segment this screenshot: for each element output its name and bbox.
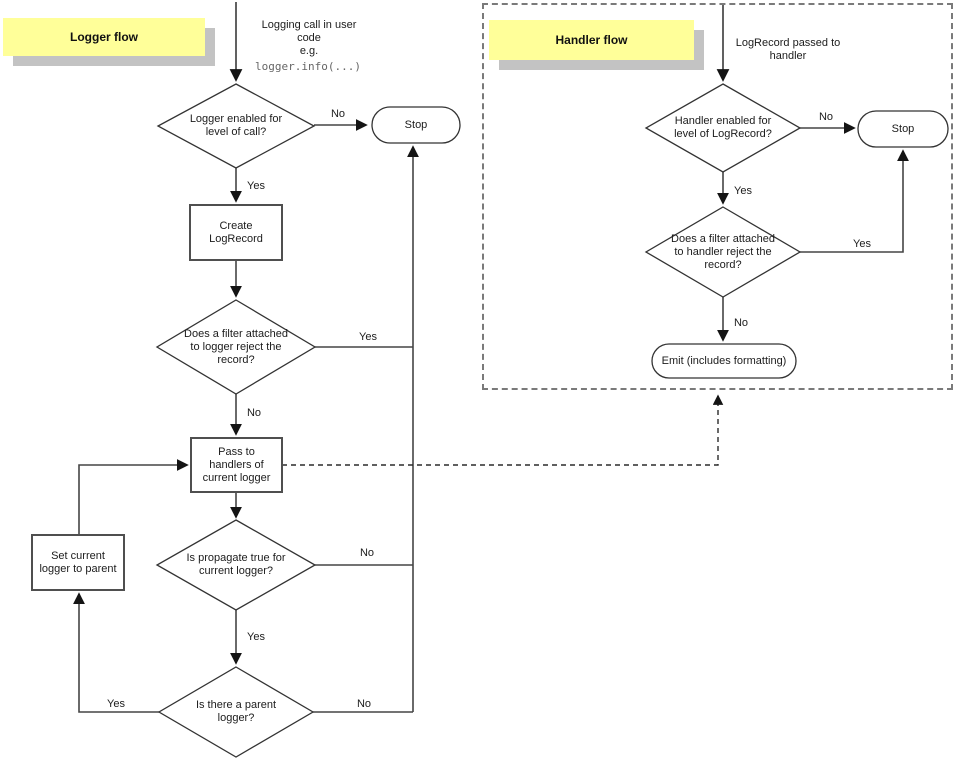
- pass-to-handlers-text: Pass to handlers of current logger: [202, 445, 271, 484]
- diamond-logger-filter-check: [155, 299, 317, 395]
- diamond-propagate-check: [155, 519, 317, 611]
- terminator-handler-stop: [857, 110, 949, 148]
- handler-flow-boundary: [482, 3, 953, 390]
- diamond-handler-level-check: [644, 83, 802, 173]
- logger-stop-text: Stop: [404, 118, 428, 131]
- connector-set-to-pass: [78, 459, 189, 535]
- logger-level-check-text: Logger enabled for level of call?: [189, 113, 283, 138]
- label-handler-level-yes: Yes: [734, 185, 752, 197]
- handler-entry-text: LogRecord passed to handler: [735, 37, 841, 62]
- label-propagate-no: No: [359, 547, 375, 559]
- handler-level-check-text: Handler enabled for level of LogRecord?: [674, 115, 772, 140]
- diamond-handler-filter-check: [644, 206, 802, 298]
- connector-parent-yes-to-set: [73, 592, 159, 713]
- emit-text: Emit (includes formatting): [661, 354, 787, 367]
- parent-check-text: Is there a parent logger?: [195, 699, 277, 724]
- label-parent-yes: Yes: [107, 698, 125, 710]
- logger-entry-text: Logging call in user code e.g.: [261, 18, 357, 57]
- label-logger-level-no: No: [330, 108, 346, 120]
- logger-flow-title: Logger flow: [3, 18, 205, 56]
- diamond-logger-level-check: [156, 83, 316, 169]
- handler-flow-title-text: Handler flow: [555, 33, 628, 47]
- propagate-check-text: Is propagate true for current logger?: [186, 552, 286, 577]
- handler-flow-title: Handler flow: [489, 20, 694, 60]
- process-pass-to-handlers: [190, 437, 283, 493]
- label-propagate-yes: Yes: [247, 631, 265, 643]
- label-parent-no: No: [356, 698, 372, 710]
- set-current-logger-text: Set current logger to parent: [39, 549, 117, 575]
- terminator-logger-stop: [371, 106, 461, 144]
- handler-filter-check-text: Does a filter attached to handler reject…: [671, 232, 775, 271]
- process-set-current-logger: [31, 534, 125, 591]
- diamond-parent-check: [157, 666, 315, 758]
- create-logrecord-text: Create LogRecord: [209, 219, 263, 245]
- label-handler-filter-no: No: [733, 317, 749, 329]
- process-create-logrecord: [189, 204, 283, 261]
- label-logger-filter-no: No: [246, 407, 262, 419]
- label-handler-filter-yes: Yes: [853, 238, 871, 250]
- connector-pass-to-handler-flow: [282, 394, 724, 466]
- handler-stop-text: Stop: [891, 122, 915, 135]
- logger-filter-check-text: Does a filter attached to logger reject …: [184, 327, 288, 366]
- label-handler-level-no: No: [818, 111, 834, 123]
- terminator-emit: [651, 343, 797, 379]
- logger-entry-code: logger.info(...): [255, 60, 361, 73]
- label-logger-filter-yes: Yes: [359, 331, 377, 343]
- logger-flow-title-text: Logger flow: [70, 30, 138, 44]
- label-logger-level-yes: Yes: [247, 180, 265, 192]
- connector-hfilter-yes-to-stop: [800, 149, 909, 253]
